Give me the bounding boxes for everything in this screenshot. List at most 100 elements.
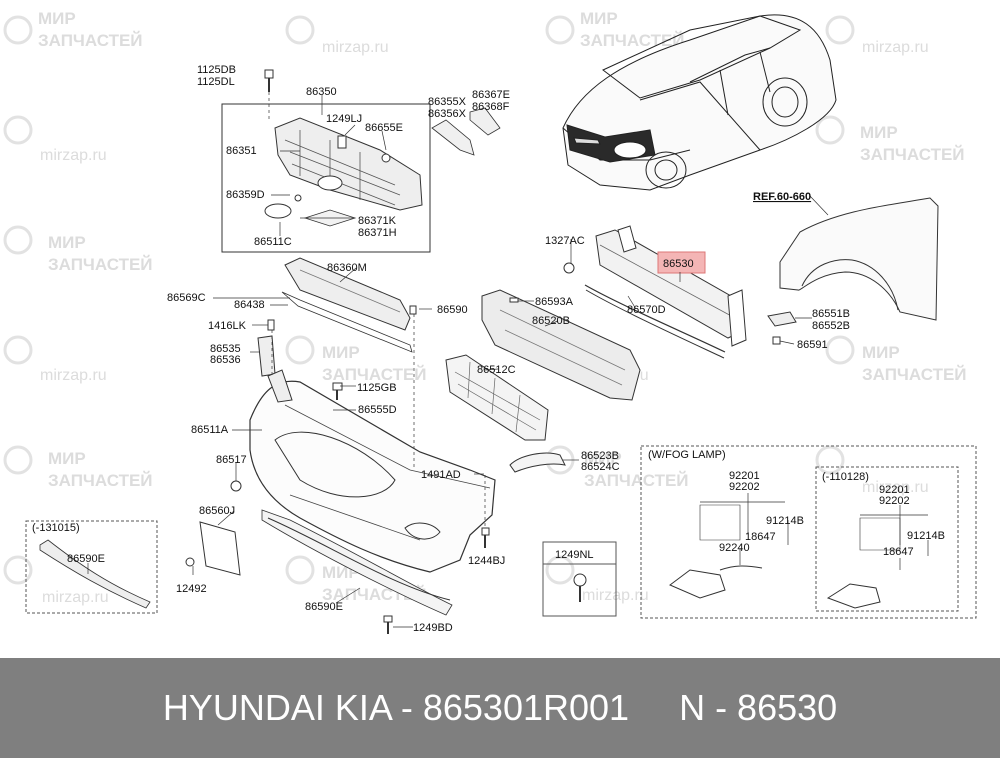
label-86517: 86517 bbox=[216, 454, 247, 466]
watermark-layer: МИР ЗАПЧАСТЕЙ mirzap.ru МИР ЗАПЧАСТЕЙ mirz… bbox=[3, 9, 967, 606]
highlighted-part-marker bbox=[657, 251, 706, 274]
label-86593a: 86593A bbox=[535, 296, 574, 308]
leader-dashes bbox=[268, 92, 486, 530]
label-86367e: 86367E bbox=[472, 89, 510, 101]
label-86655e: 86655E bbox=[365, 122, 403, 134]
svg-text:МИР: МИР bbox=[48, 233, 86, 252]
svg-text:МИР: МИР bbox=[584, 449, 622, 468]
label-91214b: 91214B bbox=[907, 530, 945, 542]
label-86535: 86535 bbox=[210, 343, 241, 355]
label-91214b: 91214B bbox=[766, 515, 804, 527]
label-86359d: 86359D bbox=[226, 189, 265, 201]
watermark-logo: mirzap.ru bbox=[825, 15, 929, 56]
label-86560j: 86560J bbox=[199, 505, 235, 517]
energy-absorber bbox=[481, 289, 641, 401]
watermark-logo: МИР ЗАПЧАСТЕЙ bbox=[3, 9, 143, 50]
watermark-logo: МИР ЗАПЧАСТЕЙ bbox=[3, 225, 153, 274]
variant-box-131015 bbox=[25, 520, 158, 614]
fog-lamp-cover-86523b bbox=[509, 452, 566, 473]
part-labels: 1125DB 1125DL 86350 1249LJ 86655E 86351 … bbox=[32, 64, 945, 634]
label-variant-131015: (-131015) bbox=[32, 522, 80, 534]
svg-text:ЗАПЧАСТЕЙ: ЗАПЧАСТЕЙ bbox=[38, 31, 143, 50]
svg-text:ЗАПЧАСТЕЙ: ЗАПЧАСТЕЙ bbox=[48, 255, 153, 274]
watermark-logo: МИР ЗАПЧАСТЕЙ bbox=[545, 445, 689, 490]
label-1249lj: 1249LJ bbox=[326, 113, 362, 125]
label-12492: 12492 bbox=[176, 583, 207, 595]
label-86520b: 86520B bbox=[532, 315, 570, 327]
label-86555d: 86555D bbox=[358, 404, 397, 416]
label-1125dl: 1125DL bbox=[197, 76, 235, 88]
watermark-logo: mirzap.ru bbox=[285, 15, 389, 56]
label-1327ac: 1327AC bbox=[545, 235, 585, 247]
label-86512c: 86512C bbox=[477, 364, 516, 376]
svg-text:МИР: МИР bbox=[580, 9, 618, 28]
svg-text:МИР: МИР bbox=[862, 343, 900, 362]
svg-text:mirzap.ru: mirzap.ru bbox=[862, 39, 929, 56]
radiator-grille-assembly bbox=[221, 103, 431, 253]
label-86552b: 86552B bbox=[812, 320, 850, 332]
label-86590e: 86590E bbox=[67, 553, 105, 565]
svg-text:mirzap.ru: mirzap.ru bbox=[862, 479, 929, 496]
label-1244bj: 1244BJ bbox=[468, 555, 505, 567]
watermark-logo: МИР ЗАПЧАСТЕЙ bbox=[545, 9, 685, 50]
svg-text:mirzap.ru: mirzap.ru bbox=[40, 367, 107, 384]
label-18647: 18647 bbox=[745, 531, 776, 543]
watermark-logo: mirzap.ru bbox=[3, 555, 109, 606]
label-92202: 92202 bbox=[879, 495, 910, 507]
watermark-logo: mirzap.ru bbox=[545, 555, 649, 604]
label-1125gb: 1125GB bbox=[357, 382, 397, 394]
svg-text:ЗАПЧАСТЕЙ: ЗАПЧАСТЕЙ bbox=[322, 365, 427, 384]
svg-text:ЗАПЧАСТЕЙ: ЗАПЧАСТЕЙ bbox=[584, 471, 689, 490]
bolt-icon bbox=[332, 382, 343, 400]
bumper-beam-assembly bbox=[563, 225, 747, 359]
label-92240: 92240 bbox=[719, 542, 750, 554]
svg-text:mirzap.ru: mirzap.ru bbox=[322, 39, 389, 56]
car-illustration bbox=[562, 14, 837, 191]
label-92201: 92201 bbox=[879, 484, 910, 496]
label-fog-lamp-variant: (W/FOG LAMP) bbox=[648, 449, 726, 461]
label-ref-60-660: REF.60-660 bbox=[753, 191, 811, 203]
clip-icon bbox=[267, 319, 275, 331]
label-1416lk: 1416LK bbox=[208, 320, 247, 332]
svg-text:mirzap.ru: mirzap.ru bbox=[582, 587, 649, 604]
label-1249nl: 1249NL bbox=[555, 549, 594, 561]
grille-upper-strip bbox=[281, 257, 413, 353]
label-92201: 92201 bbox=[729, 470, 760, 482]
label-variant-110128: (-110128) bbox=[822, 471, 869, 483]
label-86523b: 86523B bbox=[581, 450, 619, 462]
screw-box-1249nl bbox=[542, 541, 617, 617]
svg-text:МИР: МИР bbox=[38, 9, 76, 28]
bolt-1244bj-icon bbox=[481, 527, 490, 548]
lower-grille-86512c bbox=[445, 354, 549, 441]
svg-text:ЗАПЧАСТЕЙ: ЗАПЧАСТЕЙ bbox=[580, 31, 685, 50]
clip-icon bbox=[257, 335, 276, 377]
label-86591: 86591 bbox=[797, 339, 828, 351]
bumper-lower-strip bbox=[267, 517, 451, 634]
label-86570d: 86570D bbox=[627, 304, 666, 316]
label-86438: 86438 bbox=[234, 299, 265, 311]
grille-side-brackets bbox=[431, 107, 501, 156]
label-86590e: 86590E bbox=[305, 601, 343, 613]
label-86524c: 86524C bbox=[581, 461, 620, 473]
label-86351: 86351 bbox=[226, 145, 257, 157]
label-86371k: 86371K bbox=[358, 215, 397, 227]
label-86511c: 86511C bbox=[254, 236, 292, 248]
front-bumper-cover bbox=[185, 369, 496, 616]
bolt-1125db-icon bbox=[264, 69, 274, 92]
label-86530: 86530 bbox=[663, 258, 694, 270]
label-1125db: 1125DB bbox=[197, 64, 236, 76]
part-number-footer: HYUNDAI KIA - 865301R001 N - 86530 bbox=[0, 658, 1000, 758]
label-1491ad: 1491AD bbox=[421, 469, 461, 481]
exploded-parts-diagram: МИР ЗАПЧАСТЕЙ mirzap.ru МИР ЗАПЧАСТЕЙ mirz… bbox=[3, 9, 977, 634]
label-86590: 86590 bbox=[437, 304, 468, 316]
watermark-logo: mirzap.ru bbox=[3, 335, 107, 384]
svg-text:ЗАПЧАСТЕЙ: ЗАПЧАСТЕЙ bbox=[862, 365, 967, 384]
label-86551b: 86551B bbox=[812, 308, 850, 320]
label-86350: 86350 bbox=[306, 86, 337, 98]
label-18647: 18647 bbox=[883, 546, 914, 558]
label-86371h: 86371H bbox=[358, 227, 397, 239]
